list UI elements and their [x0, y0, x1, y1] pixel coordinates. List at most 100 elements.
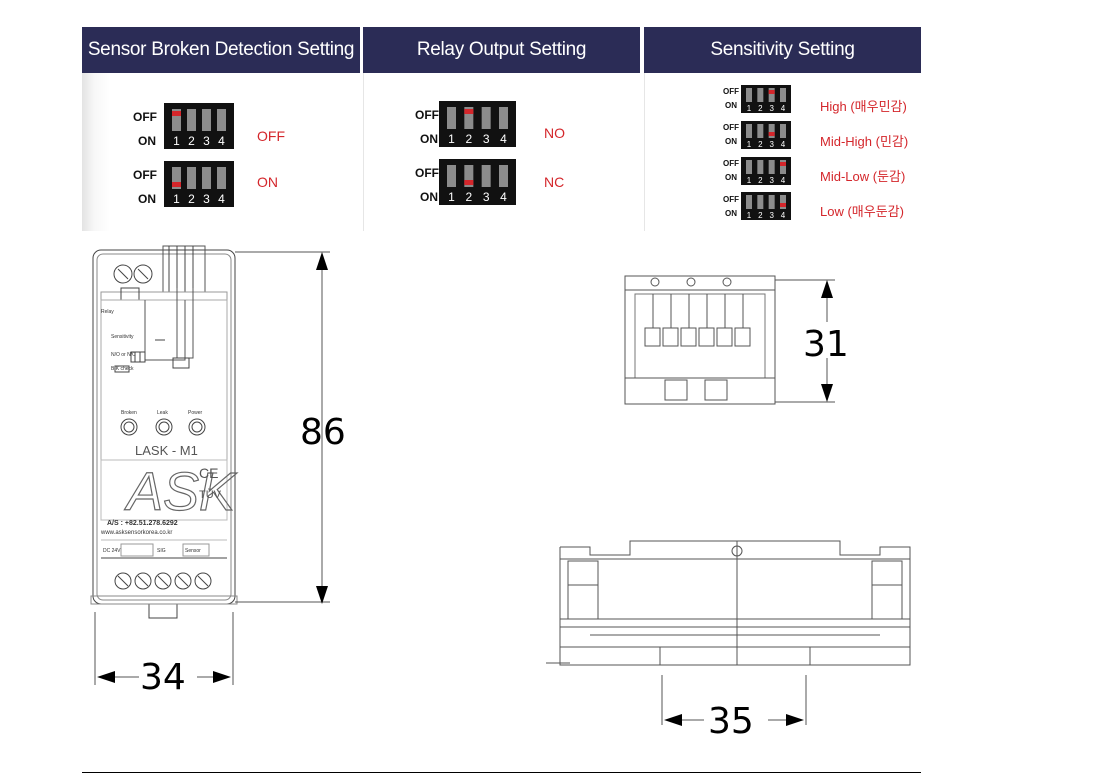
arrow-down-icon — [316, 586, 328, 604]
off-label: OFF — [133, 110, 157, 124]
arrow-down-icon — [821, 384, 833, 402]
sensitivity-label: Low (매우둔감) — [820, 204, 904, 219]
dip-switch-lever — [746, 195, 752, 209]
sensitivity-mark-label: Sensitivity — [111, 334, 134, 340]
dip-switch-lever — [780, 124, 786, 138]
dip-switch-number: 1 — [747, 176, 752, 185]
dip-switch-number: 2 — [188, 192, 195, 206]
state-label: NO — [544, 125, 565, 141]
dip-switch-lever — [499, 107, 508, 129]
dip-switch-number: 2 — [758, 104, 763, 113]
front-view-drawing: Relay Sensitivity N/O or N/C B.K check B… — [90, 245, 345, 698]
depth-dimension: 31 — [803, 324, 849, 365]
dip-switch-number: 2 — [188, 134, 195, 148]
dip-switch-lever — [481, 107, 491, 129]
dip-switch-lever — [768, 195, 775, 209]
led-leak-label: Leak — [157, 410, 168, 416]
off-label: OFF — [723, 195, 739, 204]
width-dimension: 34 — [140, 657, 186, 698]
on-label: ON — [420, 132, 438, 146]
state-label: ON — [257, 174, 278, 190]
dip-switch-lever — [464, 107, 474, 129]
dip-switch-number: 3 — [769, 176, 774, 185]
dip-switch-lever — [746, 160, 752, 174]
dip-switch-lever — [780, 88, 786, 102]
dip-switch-number: 2 — [758, 140, 763, 149]
dip-switch-lever — [768, 160, 775, 174]
terminal-sensor-label: Sensor — [185, 548, 201, 554]
dip-switch-number: 4 — [781, 211, 786, 220]
dip-switch-indicator — [768, 90, 775, 94]
dip-switch-number: 1 — [173, 192, 180, 206]
off-label: OFF — [723, 123, 739, 132]
brand-logo: ASK — [124, 462, 237, 522]
tuv-mark: TÜV — [199, 489, 222, 501]
on-label: ON — [725, 137, 737, 146]
dip-switch-indicator — [768, 132, 775, 136]
dip-switch-lever — [757, 160, 764, 174]
relay-output-title: Relay Output Setting — [363, 27, 640, 73]
dip-switch-number: 3 — [203, 134, 210, 148]
dip-switch-number: 1 — [747, 104, 752, 113]
dip-switch-number: 1 — [448, 190, 455, 204]
dip-switch-lever — [447, 165, 456, 187]
dip-switch-number: 3 — [769, 104, 774, 113]
dip-switch-lever — [172, 109, 181, 131]
sensitivity-label: Mid-High (민감) — [820, 134, 909, 149]
dip-switch-lever — [187, 109, 196, 131]
dip-switch-lever — [746, 88, 752, 102]
arrow-left-icon — [97, 671, 115, 683]
dip-switch-lever — [481, 165, 491, 187]
dip-switch-indicator — [172, 182, 181, 187]
dip-switch-number: 3 — [483, 132, 490, 146]
dip-switch-lever — [172, 167, 181, 189]
dip-switch-number: 4 — [218, 192, 225, 206]
no-nc-label: N/O or N/C — [111, 352, 136, 358]
dip-switch-number: 1 — [173, 134, 180, 148]
dip-switch-indicator — [780, 162, 786, 166]
sensor-broken-title: Sensor Broken Detection Setting — [82, 27, 360, 73]
on-label: ON — [138, 192, 156, 206]
dip-switch-lever — [499, 165, 508, 187]
dip-switch-number: 2 — [758, 211, 763, 220]
relay-label: Relay — [101, 309, 114, 315]
dip-switch-lever — [780, 195, 786, 209]
terminal-dc-label: DC 24V — [103, 548, 121, 554]
on-label: ON — [725, 209, 737, 218]
as-contact: A/S : +82.51.278.6292 — [107, 520, 178, 527]
dip-switch-number: 2 — [465, 190, 472, 204]
dip-switch-number: 4 — [500, 132, 507, 146]
dip-switch-lever — [768, 124, 775, 138]
off-label: OFF — [723, 87, 739, 96]
arrow-left-icon — [664, 714, 682, 726]
top-view-drawing: 31 — [624, 275, 849, 405]
arrow-up-icon — [821, 280, 833, 298]
dip-switch-number: 3 — [483, 190, 490, 204]
dip-switch-number: 3 — [769, 140, 774, 149]
on-label: ON — [138, 134, 156, 148]
terminal-sig-label: SIG — [157, 548, 166, 554]
on-label: ON — [725, 173, 737, 182]
off-label: OFF — [133, 168, 157, 182]
sensor-broken-panel: Sensor Broken Detection Setting OFF ON 1… — [82, 27, 360, 231]
dip-switch-number: 2 — [465, 132, 472, 146]
bk-check-label: B.K check — [111, 366, 134, 372]
dip-switch-lever — [217, 109, 226, 131]
dip-switch-lever — [202, 109, 211, 131]
dip-switch-number: 1 — [747, 140, 752, 149]
rail-dimension: 35 — [708, 701, 754, 742]
sensitivity-label: Mid-Low (둔감) — [820, 169, 906, 184]
dip-switch-number: 4 — [218, 134, 225, 148]
bottom-divider — [82, 772, 921, 773]
